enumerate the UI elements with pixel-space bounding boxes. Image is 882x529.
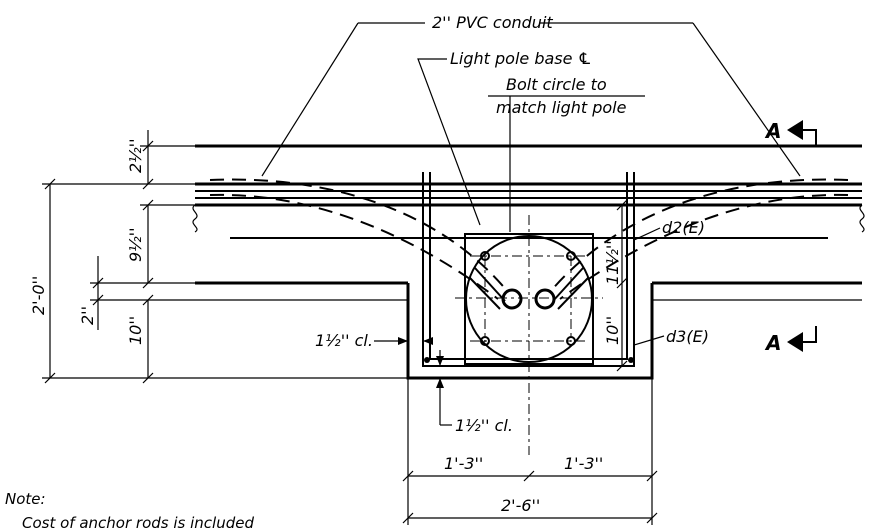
conduits <box>209 178 849 310</box>
svg-text:A: A <box>764 119 781 143</box>
dim-top-cover: 2½'' <box>126 139 145 173</box>
anchor-rod <box>480 336 490 346</box>
d2-callout: d2(E) <box>633 218 705 241</box>
anchor-rod <box>566 336 576 346</box>
dim-upper: 9½'' <box>126 228 145 262</box>
clear-left-label: 1½'' cl. <box>315 331 373 350</box>
dim-box-upper: 11½'' <box>603 240 622 285</box>
conduit-end <box>501 288 523 310</box>
clear-bottom-callout: 1½'' cl. <box>436 350 513 435</box>
bolt-circle-label-1: Bolt circle to <box>506 75 607 94</box>
d3-callout: d3(E) <box>633 327 709 346</box>
dim-step: 2'' <box>78 306 97 325</box>
note-line-1: Cost of anchor rods is included <box>22 514 254 529</box>
conduit-label: 2'' PVC conduit <box>432 13 553 32</box>
bolt-circle-label-2: match light pole <box>496 98 627 117</box>
svg-text:A: A <box>764 331 781 355</box>
dim-depth-total: 2'-0'' <box>29 276 48 315</box>
base-label: Light pole base ℄ <box>450 49 592 68</box>
base-callout: Light pole base ℄ Bolt circle to match l… <box>417 49 645 232</box>
conduit-end <box>534 288 556 310</box>
section-marker-bottom: A <box>764 326 817 355</box>
clear-bottom-label: 1½'' cl. <box>455 416 513 435</box>
d3-label: d3(E) <box>666 327 709 346</box>
dim-half-left: 1'-3'' <box>444 454 483 473</box>
anchor-rod <box>480 251 490 261</box>
bottom-dimensions: 1'-3'' 1'-3'' 2'-6'' <box>402 378 658 525</box>
left-dimensions: 2'-0'' 2½'' 9½'' 2'' 10'' <box>29 130 408 384</box>
anchor-rod <box>566 251 576 261</box>
box-dimensions: 11½'' 10'' <box>603 199 628 372</box>
note: Note: Cost of anchor rods is included <box>5 490 254 529</box>
dim-width-total: 2'-6'' <box>501 496 540 515</box>
dim-lower: 10'' <box>126 316 145 345</box>
d2-label: d2(E) <box>662 218 705 237</box>
note-title: Note: <box>5 490 46 508</box>
clear-left-callout: 1½'' cl. <box>315 331 433 350</box>
dim-box-lower: 10'' <box>603 316 622 345</box>
dim-half-right: 1'-3'' <box>564 454 603 473</box>
conduit-callout: 2'' PVC conduit <box>261 13 801 177</box>
section-marker-top: A <box>764 119 817 146</box>
